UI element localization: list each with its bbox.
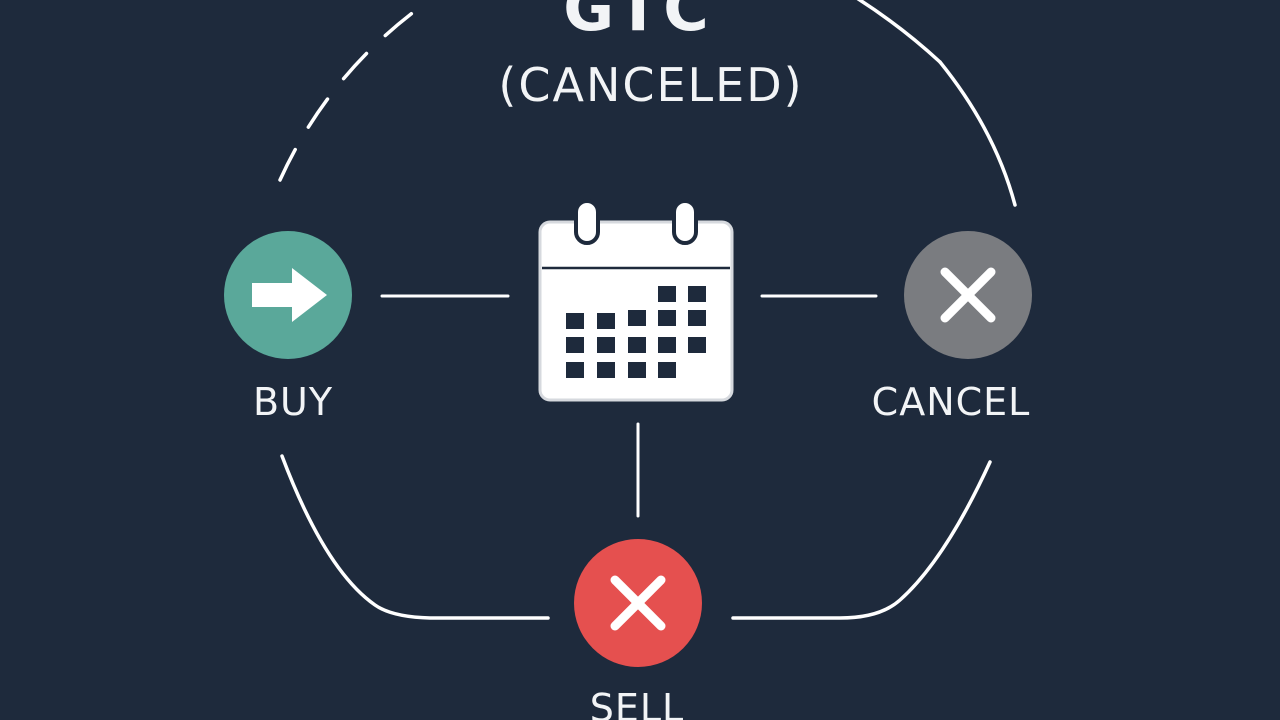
calendar-icon <box>538 199 734 402</box>
arc-top-right <box>856 0 942 64</box>
buy-label: BUY <box>252 380 334 424</box>
arrow-right-icon <box>252 268 327 322</box>
sell-node <box>574 539 702 667</box>
sell-label: SELL <box>589 686 685 720</box>
buy-node <box>224 231 352 359</box>
close-icon <box>940 267 996 323</box>
cycle-path <box>278 0 1017 620</box>
cancel-label: CANCEL <box>871 380 1031 424</box>
arc-top-left-dashed <box>278 0 432 182</box>
arc-right <box>938 60 1017 207</box>
arc-bottom-right <box>731 460 992 620</box>
close-icon <box>610 575 666 631</box>
connectors <box>380 294 878 518</box>
cancel-node <box>904 231 1032 359</box>
diagram-title: GTC <box>563 0 713 45</box>
diagram-subtitle: (CANCELED) <box>498 58 804 112</box>
arc-bottom-left <box>280 454 550 620</box>
